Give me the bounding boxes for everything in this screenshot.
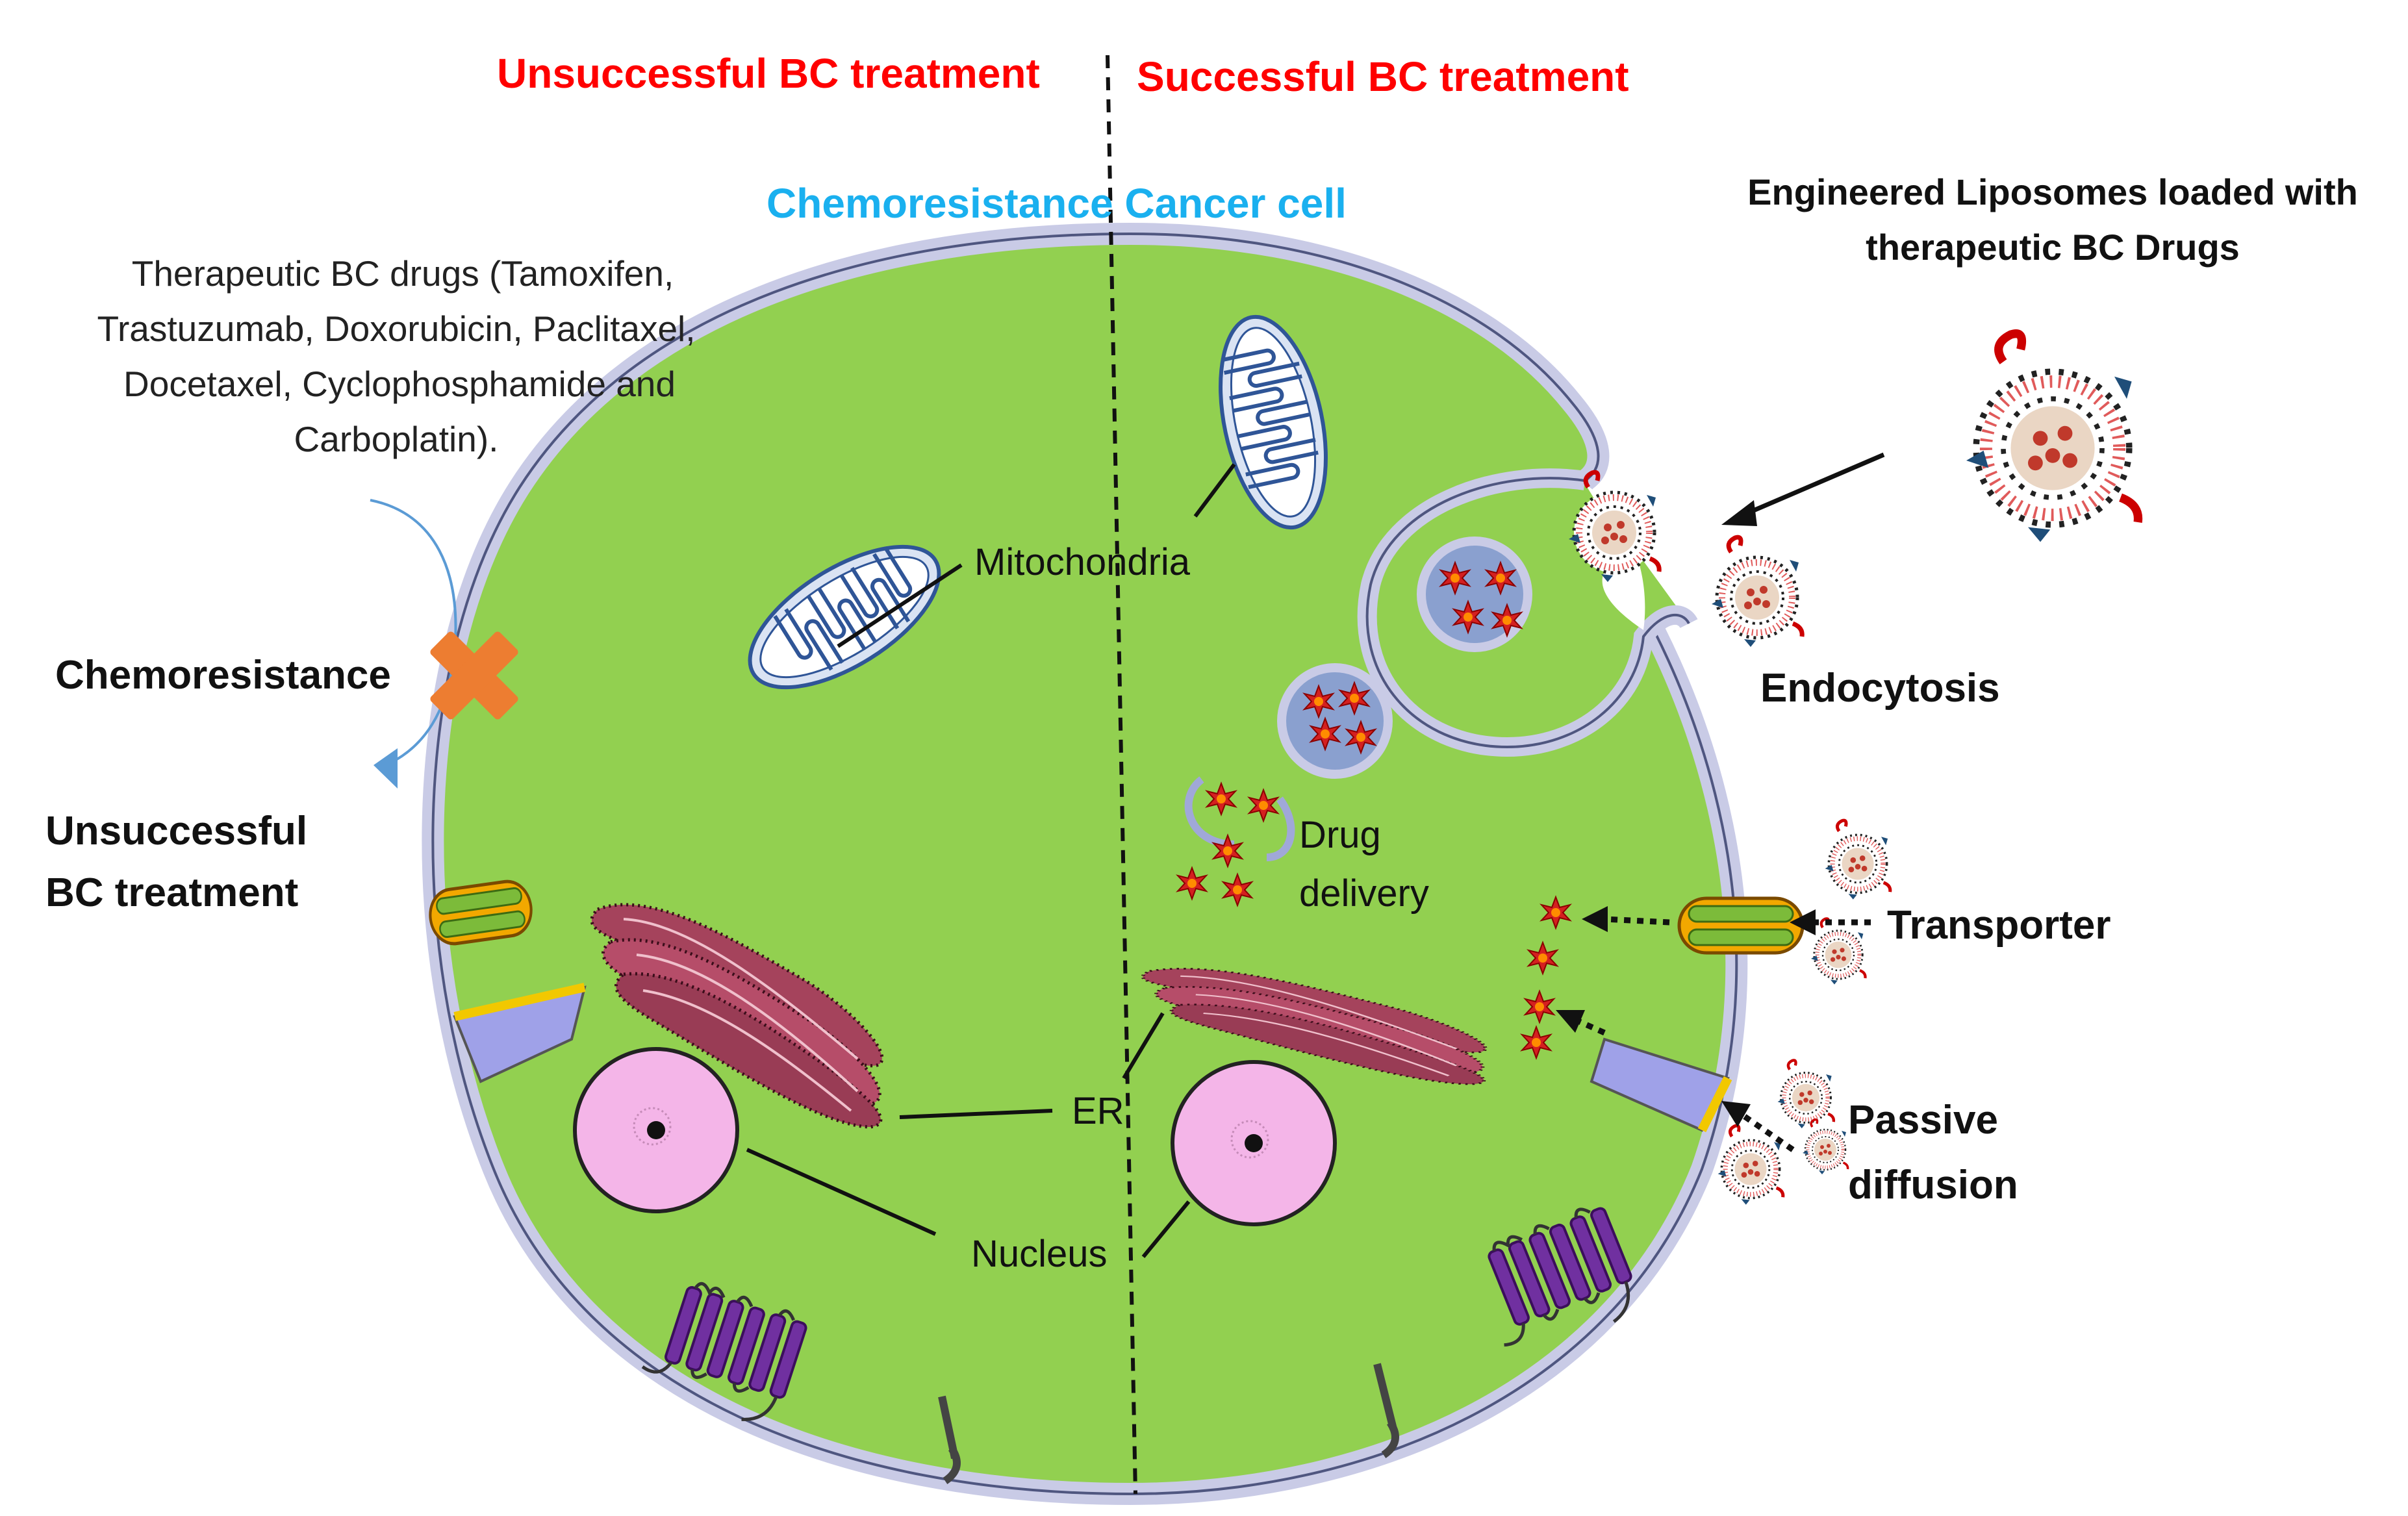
vesicle-icon (1277, 663, 1393, 779)
liposome-icon (1778, 1060, 1834, 1128)
transporter-icon (1679, 898, 1803, 953)
liposome-icon (1966, 334, 2138, 542)
liposome-icon (1712, 537, 1802, 647)
unsuccessful-label-1: Unsuccessful (45, 809, 307, 853)
vesicle-icon (1417, 537, 1532, 652)
left-title: Unsuccessful BC treatment (497, 50, 1040, 97)
x-mark-icon (430, 631, 518, 720)
drug-delivery-label-1: Drug (1299, 814, 1381, 856)
nucleus-label: Nucleus (971, 1233, 1108, 1275)
drugs-line-1: Therapeutic BC drugs (Tamoxifen, (132, 253, 674, 294)
drugs-line-4: Carboplatin). (294, 419, 499, 459)
er-label: ER (1072, 1090, 1124, 1132)
passive-label-1: Passive (1848, 1098, 1998, 1143)
liposome-title-1: Engineered Liposomes loaded with (1747, 171, 2358, 212)
receptor-icon (938, 1363, 1399, 1484)
liposome-icon (1803, 1120, 1848, 1174)
liposome-icon (1718, 1126, 1783, 1205)
nucleus-icon (575, 1049, 737, 1211)
liposome-icon (1811, 918, 1866, 984)
drug-star-icon (1177, 776, 1295, 906)
liposome-icon (1825, 820, 1890, 900)
arrow-transporter (1582, 906, 1871, 935)
divider-line (1106, 55, 1137, 1495)
arrow-liposome-to-cell (1721, 452, 1885, 526)
drugs-line-2: Trastuzumab, Doxorubicin, Paclitaxel, (97, 309, 695, 349)
mitochondria-label: Mitochondria (974, 541, 1191, 583)
unsuccessful-label-2: BC treatment (45, 870, 298, 915)
nucleus-icon (1172, 1062, 1335, 1224)
passive-label-2: diffusion (1848, 1163, 2018, 1207)
drugs-line-3: Docetaxel, Cyclophosphamide and (123, 364, 676, 404)
right-title: Successful BC treatment (1137, 53, 1629, 100)
channel-icon (453, 983, 1732, 1133)
liposome-title-2: therapeutic BC Drugs (1866, 227, 2240, 268)
endocytosis-label: Endocytosis (1760, 666, 2000, 711)
drug-delivery-label-2: delivery (1299, 872, 1429, 915)
cell-title: Chemoresistance Cancer cell (767, 180, 1347, 227)
arrow-passive (1556, 1010, 1795, 1152)
chemoresistance-label: Chemoresistance (55, 653, 391, 698)
transporter-label: Transporter (1887, 903, 2111, 948)
